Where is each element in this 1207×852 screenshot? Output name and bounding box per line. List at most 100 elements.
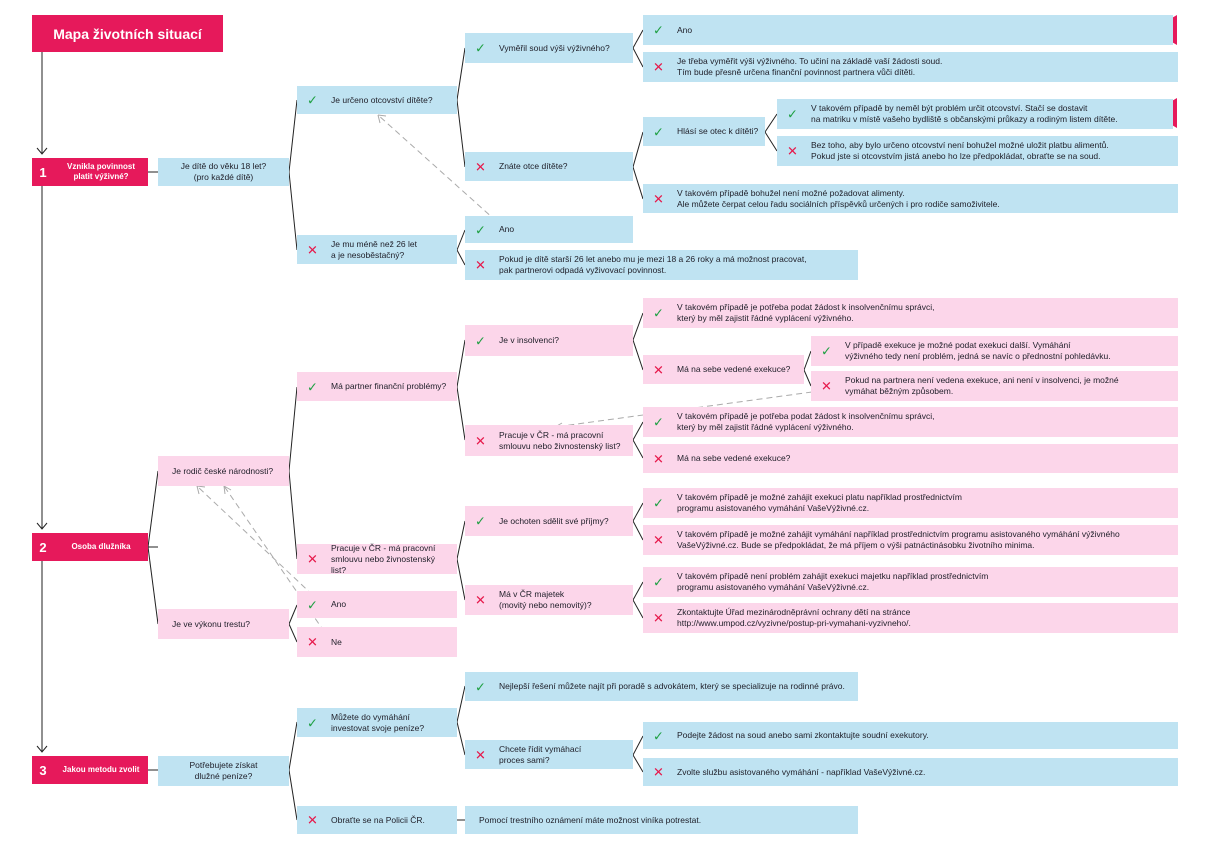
section-3-header: 3 Jakou metodu zvolit bbox=[32, 756, 148, 784]
answer-insolvency-yes: ✓V takovém případě je potřeba podat žádo… bbox=[643, 298, 1178, 328]
connector-line bbox=[632, 735, 644, 756]
cross-icon: ✕ bbox=[787, 143, 798, 159]
connector-line bbox=[632, 29, 644, 49]
check-icon: ✓ bbox=[475, 513, 486, 529]
check-icon: ✓ bbox=[475, 222, 486, 237]
connector-line bbox=[456, 249, 466, 266]
answer-prison-no: ✕Ne bbox=[297, 627, 457, 657]
cross-icon: ✕ bbox=[307, 812, 318, 828]
arrow-head bbox=[36, 147, 48, 155]
connector-line bbox=[632, 599, 644, 619]
question-manage-process: ✕Chcete řídit vymáhací proces sami? bbox=[465, 740, 633, 769]
check-icon: ✓ bbox=[653, 22, 664, 38]
node-text: V takovém případě je možné zahájit exeku… bbox=[677, 492, 962, 513]
node-text: Ano bbox=[499, 224, 515, 234]
section-label: Osoba dlužníka bbox=[71, 542, 131, 551]
cross-icon: ✕ bbox=[653, 59, 664, 75]
node-text: Je v insolvenci? bbox=[499, 335, 560, 345]
node-text: V takovém případě je možné zahájit vymáh… bbox=[677, 529, 1120, 550]
connector-line bbox=[803, 369, 812, 387]
node-text: Má partner finanční problémy? bbox=[331, 381, 447, 391]
check-icon: ✓ bbox=[653, 124, 664, 139]
connector-line bbox=[632, 312, 644, 341]
cross-icon: ✕ bbox=[475, 747, 486, 762]
check-icon: ✓ bbox=[307, 597, 318, 612]
answer-prison-yes: ✓Ano bbox=[297, 591, 457, 618]
connector-line bbox=[632, 581, 644, 601]
answer-property-yes: ✓V takovém případě není problém zahájit … bbox=[643, 567, 1178, 597]
question-financial-problems: ✓ Má partner finanční problémy? bbox=[297, 372, 457, 401]
connector-line bbox=[456, 520, 466, 560]
dashed-reference-line bbox=[377, 114, 505, 229]
node-text: Ne bbox=[331, 636, 342, 647]
answer-court-yes: ✓Ano bbox=[643, 15, 1173, 45]
dashed-reference-line bbox=[196, 485, 321, 603]
answer-father-claims-no: ✕Bez toho, aby bylo určeno otcovství nen… bbox=[777, 136, 1178, 166]
node-text: Podejte žádost na soud anebo sami zkonta… bbox=[677, 730, 929, 740]
answer-invest-yes-lawyer: ✓Nejlepší řešení můžete najít při poradě… bbox=[465, 672, 858, 701]
answer-criminal-complaint: Pomocí trestního oznámení máte možnost v… bbox=[465, 806, 858, 834]
cross-icon: ✕ bbox=[653, 191, 664, 206]
answer-father-claims-yes: ✓V takovém případě by neměl být problém … bbox=[777, 99, 1173, 129]
question-court-amount: ✓Vyměřil soud výši výživného? bbox=[465, 33, 633, 63]
node-text: V takovém případě by neměl být problém u… bbox=[811, 103, 1118, 124]
cross-icon: ✕ bbox=[475, 257, 486, 273]
cross-icon: ✕ bbox=[653, 362, 664, 377]
node-text: Hlásí se otec k dítěti? bbox=[677, 126, 759, 136]
question-property: ✕Má v ČR majetek (movitý nebo nemovitý)? bbox=[465, 585, 633, 615]
connector-line bbox=[147, 470, 159, 548]
answer-income-no: ✕V takovém případě je možné zahájit vymá… bbox=[643, 525, 1178, 555]
connector-line bbox=[288, 721, 298, 771]
cross-icon: ✕ bbox=[475, 159, 486, 174]
check-icon: ✓ bbox=[653, 574, 664, 590]
check-icon: ✓ bbox=[307, 92, 318, 108]
connector-line bbox=[456, 721, 466, 756]
question-works-in-cz-2: ✕Pracuje v ČR - má pracovní smlouvu nebo… bbox=[297, 543, 457, 575]
node-text: V takovém případě bohužel není možné pož… bbox=[677, 187, 1000, 209]
cross-icon: ✕ bbox=[821, 378, 832, 394]
cross-icon: ✕ bbox=[307, 242, 318, 257]
connector-line bbox=[288, 623, 298, 643]
node-text: Můžete do vymáhání investovat svoje pení… bbox=[331, 711, 425, 733]
connector-line bbox=[456, 558, 466, 601]
connector-line bbox=[456, 229, 466, 251]
answer-manage-no: ✕Zvolte službu asistovaného vymáhání - n… bbox=[643, 758, 1178, 786]
answer-works-1-yes: ✓V takovém případě je potřeba podat žádo… bbox=[643, 407, 1178, 437]
answer-under-26-no: ✕ Pokud je dítě starší 26 let anebo mu je… bbox=[465, 250, 858, 280]
node-text: Zvolte službu asistovaného vymáhání - na… bbox=[677, 766, 926, 777]
question-child-under-18: Je dítě do věku 18 let? (pro každé dítě) bbox=[158, 158, 289, 186]
section-label: Vznikla povinnost platit výživné? bbox=[66, 162, 135, 181]
question-share-income: ✓Je ochoten sdělit své příjmy? bbox=[465, 506, 633, 536]
check-icon: ✓ bbox=[653, 728, 664, 743]
check-icon: ✓ bbox=[307, 379, 318, 394]
connector-line bbox=[632, 502, 644, 522]
section-number: 2 bbox=[39, 539, 47, 555]
answer-executions-1-no: ✕Pokud na partnera není vedena exekuce, … bbox=[811, 371, 1178, 401]
section-number: 1 bbox=[39, 164, 47, 180]
cross-icon: ✕ bbox=[653, 610, 664, 626]
check-icon: ✓ bbox=[821, 343, 832, 359]
node-text: Je třeba vyměřit výši výživného. To učin… bbox=[677, 56, 943, 77]
node-text: Je určeno otcovství dítěte? bbox=[331, 94, 433, 105]
node-text: Má v ČR majetek (movitý nebo nemovitý)? bbox=[499, 589, 592, 610]
connector-line bbox=[456, 47, 466, 101]
check-icon: ✓ bbox=[475, 40, 486, 56]
question-prison: Je ve výkonu trestu? bbox=[158, 609, 289, 639]
connector-line bbox=[632, 520, 644, 541]
question-paternity: ✓ Je určeno otcovství dítěte? bbox=[297, 86, 457, 114]
check-icon: ✓ bbox=[475, 333, 486, 348]
node-text: Nejlepší řešení můžete najít při poradě … bbox=[499, 681, 845, 691]
arrow-head bbox=[36, 522, 48, 530]
node-text: Pokud je dítě starší 26 let anebo mu je … bbox=[499, 254, 807, 275]
answer-know-father-no: ✕ V takovém případě bohužel není možné po… bbox=[643, 184, 1178, 213]
node-text: Obraťte se na Policii ČR. bbox=[331, 814, 425, 825]
question-works-in-cz-1: ✕Pracuje v ČR - má pracovní smlouvu nebo… bbox=[465, 425, 633, 456]
check-icon: ✓ bbox=[653, 414, 664, 430]
connector-line bbox=[632, 339, 644, 371]
section-number: 3 bbox=[39, 762, 47, 778]
connector-line bbox=[632, 166, 644, 200]
cross-icon: ✕ bbox=[307, 551, 318, 567]
node-text: V případě exekuce je možné podat exekuci… bbox=[845, 340, 1111, 361]
connector-line bbox=[288, 604, 298, 625]
connector-line bbox=[288, 386, 298, 472]
